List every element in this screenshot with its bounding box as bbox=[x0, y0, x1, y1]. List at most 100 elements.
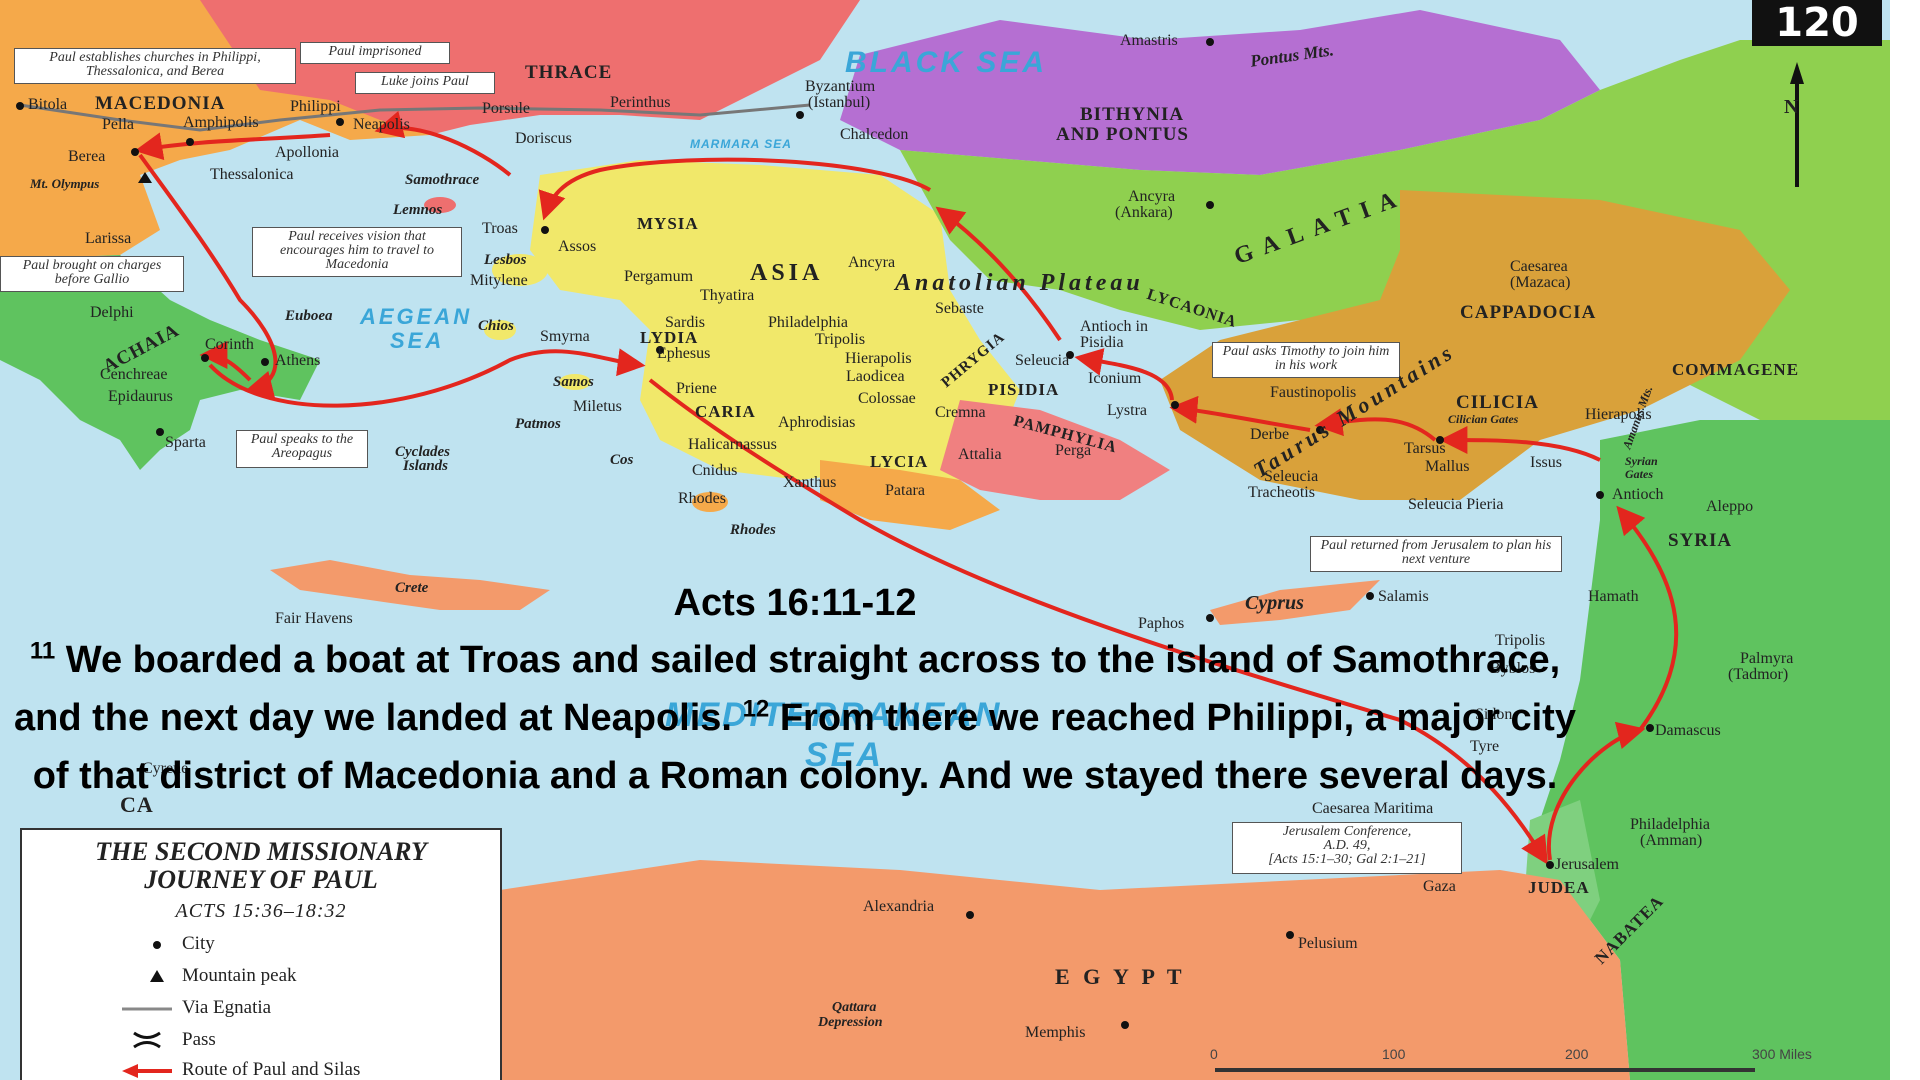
label-ancyra-small: Ancyra bbox=[848, 254, 896, 271]
legend-item-via-egnatia: Via Egnatia bbox=[182, 997, 272, 1018]
callout-timothy: Paul asks Timothy to join him in his wor… bbox=[1212, 342, 1400, 378]
label-bithynia: BITHYNIA bbox=[1080, 104, 1185, 125]
label-porsule: Porsule bbox=[482, 100, 530, 117]
label-tyre: Tyre bbox=[1470, 738, 1500, 755]
label-qattara-2: Depression bbox=[818, 1015, 883, 1030]
label-syria: SYRIA bbox=[1668, 530, 1733, 551]
label-bitola: Bitola bbox=[28, 96, 68, 113]
label-aphrodisias: Aphrodisias bbox=[778, 414, 856, 431]
label-antioch-pisidia-1: Antioch in bbox=[1080, 318, 1148, 335]
callout-gallio: Paul brought on charges before Gallio bbox=[0, 256, 184, 292]
scripture-block: Acts 16:11-12 11 We boarded a boat at Tr… bbox=[0, 575, 1590, 805]
label-gaza: Gaza bbox=[1423, 878, 1456, 895]
label-byblos: Byblos bbox=[1490, 660, 1536, 677]
legend-title-1: THE SECOND MISSIONARY bbox=[95, 837, 427, 866]
scale-bar bbox=[1215, 1068, 1755, 1072]
dot-amastris bbox=[1206, 38, 1214, 46]
scale-0: 0 bbox=[1210, 1046, 1218, 1062]
dot-antioch bbox=[1596, 491, 1604, 499]
label-seleucia-trach-1: Seleucia bbox=[1264, 468, 1319, 485]
label-amphipolis: Amphipolis bbox=[183, 114, 259, 131]
label-pisidia: PISIDIA bbox=[988, 380, 1060, 399]
label-troas: Troas bbox=[482, 220, 518, 237]
label-caesarea-maritima: Caesarea Maritima bbox=[1312, 800, 1434, 817]
route-lystra-antioch bbox=[1074, 348, 1174, 401]
label-mt-olympus: Mt. Olympus bbox=[30, 176, 100, 191]
label-caria: CARIA bbox=[695, 402, 756, 421]
dot-corinth bbox=[201, 354, 209, 362]
conference-line-1: Jerusalem Conference, bbox=[1282, 824, 1412, 839]
label-priene: Priene bbox=[676, 380, 717, 397]
label-philadelphia-amman-1: Philadelphia bbox=[1630, 816, 1710, 833]
legend-title-2: JOURNEY OF PAUL bbox=[144, 865, 378, 894]
label-cappadocia: CAPPADOCIA bbox=[1460, 302, 1597, 323]
label-thrace: THRACE bbox=[525, 62, 613, 83]
label-miletus: Miletus bbox=[573, 398, 622, 415]
dot-damascus bbox=[1646, 724, 1654, 732]
label-pergamum: Pergamum bbox=[624, 268, 694, 285]
label-epidaurus: Epidaurus bbox=[108, 388, 173, 405]
label-pelusium: Pelusium bbox=[1298, 935, 1358, 952]
label-thyatira: Thyatira bbox=[700, 287, 755, 304]
legend-mountain-icon bbox=[150, 970, 164, 982]
label-aleppo: Aleppo bbox=[1706, 498, 1754, 515]
label-cilicia: CILICIA bbox=[1456, 392, 1540, 413]
label-tarsus: Tarsus bbox=[1404, 440, 1446, 457]
label-mallus: Mallus bbox=[1425, 458, 1470, 475]
label-patmos: Patmos bbox=[515, 416, 561, 432]
label-halicarnassus: Halicarnassus bbox=[688, 436, 777, 453]
label-istanbul: (Istanbul) bbox=[808, 94, 871, 111]
label-samos: Samos bbox=[553, 374, 594, 390]
label-commagene: COMMAGENE bbox=[1672, 360, 1800, 379]
conference-line-2: A.D. 49, bbox=[1323, 838, 1371, 853]
dot-alexandria bbox=[966, 911, 974, 919]
route-antioch-north bbox=[935, 206, 1062, 342]
legend-item-pass: Pass bbox=[182, 1029, 216, 1050]
dot-tarsus bbox=[1436, 436, 1444, 444]
callout-luke: Luke joins Paul bbox=[355, 72, 495, 94]
label-neapolis: Neapolis bbox=[353, 116, 410, 133]
island-lesbos bbox=[492, 254, 548, 286]
label-issus: Issus bbox=[1530, 454, 1563, 471]
label-hamath: Hamath bbox=[1588, 588, 1639, 605]
scale-100: 100 bbox=[1382, 1046, 1406, 1062]
compass-letter: N bbox=[1784, 96, 1799, 118]
label-jerusalem: Jerusalem bbox=[1555, 856, 1619, 873]
label-perga: Perga bbox=[1055, 442, 1092, 459]
dot-ephesus bbox=[656, 346, 664, 354]
route-neapolis-berea bbox=[134, 132, 331, 161]
label-pella: Pella bbox=[102, 116, 134, 133]
route-antioch-cilicia bbox=[1439, 426, 1601, 462]
label-mitylene: Mitylene bbox=[470, 272, 528, 289]
label-ankara: (Ankara) bbox=[1115, 204, 1173, 221]
label-tripolis-syria: Tripolis bbox=[1495, 632, 1546, 649]
label-chios: Chios bbox=[478, 318, 514, 334]
label-fair-havens: Fair Havens bbox=[275, 610, 353, 627]
dot-lystra bbox=[1171, 401, 1179, 409]
label-tripolis-asia: Tripolis bbox=[815, 331, 866, 348]
label-med-2: SEA bbox=[805, 736, 884, 774]
label-larissa: Larissa bbox=[85, 230, 132, 247]
map-legend: THE SECOND MISSIONARY JOURNEY OF PAUL AC… bbox=[20, 828, 502, 1080]
dot-jerusalem bbox=[1546, 861, 1554, 869]
label-colossae: Colossae bbox=[858, 390, 916, 407]
route-athens-corinth bbox=[199, 341, 252, 382]
callout-imprisoned: Paul imprisoned bbox=[300, 42, 450, 64]
label-doriscus: Doriscus bbox=[515, 130, 572, 147]
dot-ancyra bbox=[1206, 201, 1214, 209]
label-chalcedon: Chalcedon bbox=[840, 126, 909, 143]
label-egypt: E G Y P T bbox=[1055, 964, 1186, 989]
route-jerusalem-damascus bbox=[1546, 721, 1646, 861]
label-lydia: LYDIA bbox=[640, 328, 699, 347]
dot-bitola bbox=[16, 102, 24, 110]
label-cyprus: Cyprus bbox=[1245, 592, 1304, 614]
label-rhodes: Rhodes bbox=[678, 490, 726, 507]
scripture-reference: Acts 16:11-12 bbox=[673, 582, 917, 624]
label-laodicea: Laodicea bbox=[846, 368, 905, 385]
conference-line-3: [Acts 15:1–30; Gal 2:1–21] bbox=[1268, 852, 1426, 867]
label-thessalonica: Thessalonica bbox=[210, 166, 294, 183]
label-caesarea-mazaca-1: Caesarea bbox=[1510, 258, 1568, 275]
dot-sparta bbox=[156, 428, 164, 436]
label-patara: Patara bbox=[885, 482, 925, 499]
